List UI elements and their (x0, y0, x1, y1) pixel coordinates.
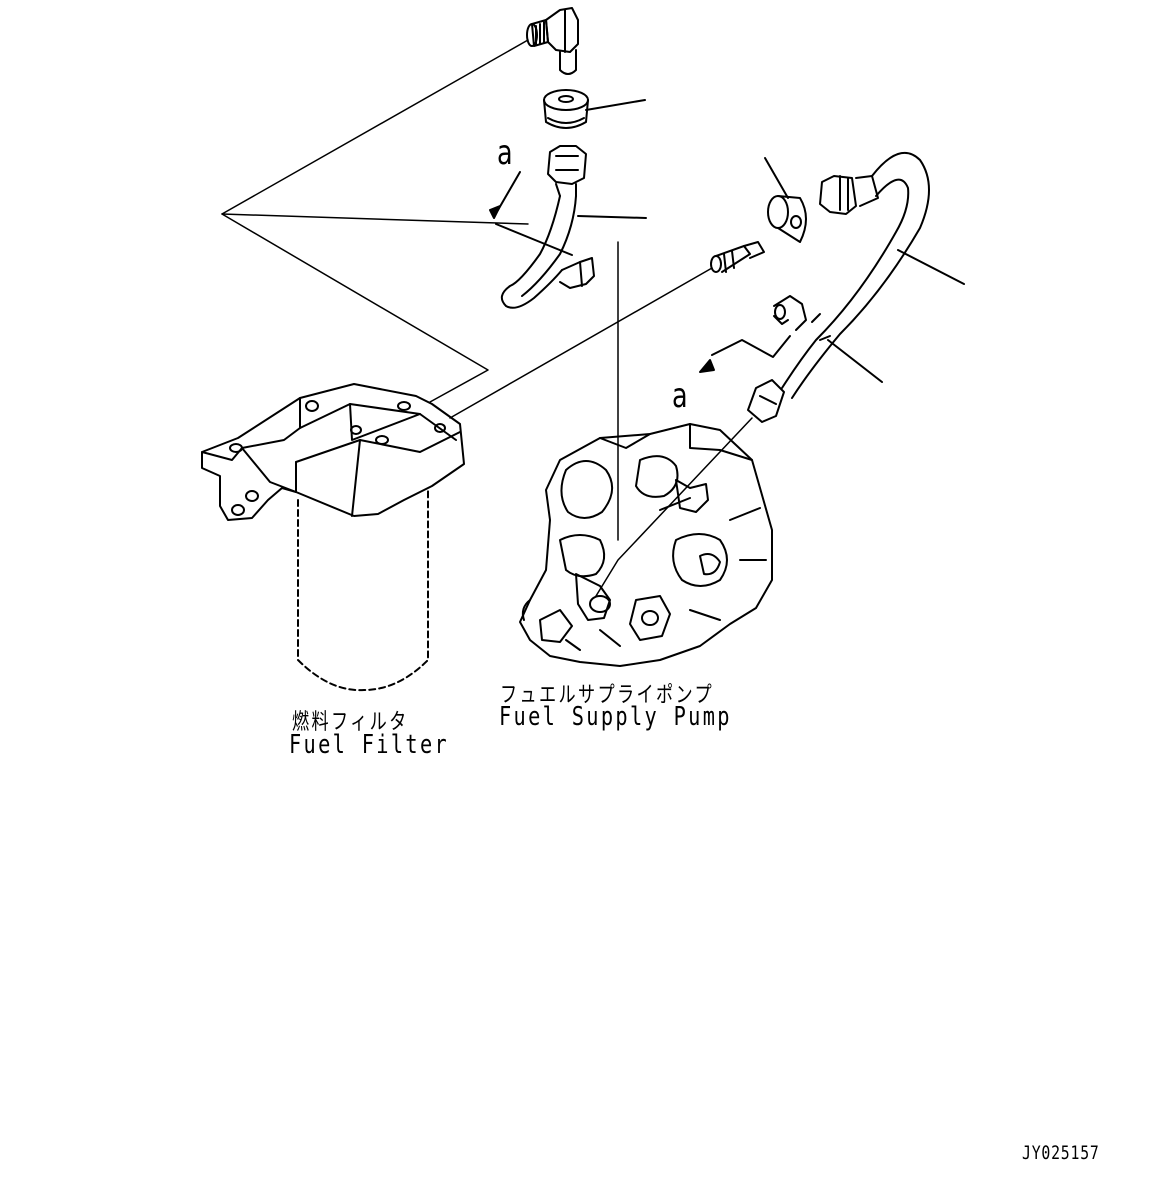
fuel-filter-label-jp: 燃料フィルタ (292, 710, 409, 735)
fuel-filter-label-en: Fuel Filter (289, 730, 450, 760)
fuel-hose-short (500, 145, 595, 309)
view-arrow-left (489, 171, 573, 256)
fuel-filter-cartridge (297, 487, 429, 692)
nipple-fitting (710, 241, 765, 273)
collar-upper (543, 89, 589, 129)
view-marker-left: a (497, 133, 513, 173)
view-arrow-right (699, 335, 791, 373)
fuel-filter-body (201, 383, 465, 521)
fuel-hose-long (747, 151, 930, 423)
collar-right (767, 195, 807, 243)
elbow-fitting (526, 7, 579, 75)
view-marker-right: a (672, 376, 688, 416)
fuel-supply-pump-label-en: Fuel Supply Pump (499, 702, 732, 732)
fuel-supply-pump-label-jp: フュエルサプライポンプ (500, 683, 714, 708)
fuel-supply-pump-body (519, 423, 773, 667)
drawing-number: JY025157 (1022, 1142, 1100, 1164)
leader-lines (577, 99, 965, 383)
routing-lines (221, 39, 753, 597)
